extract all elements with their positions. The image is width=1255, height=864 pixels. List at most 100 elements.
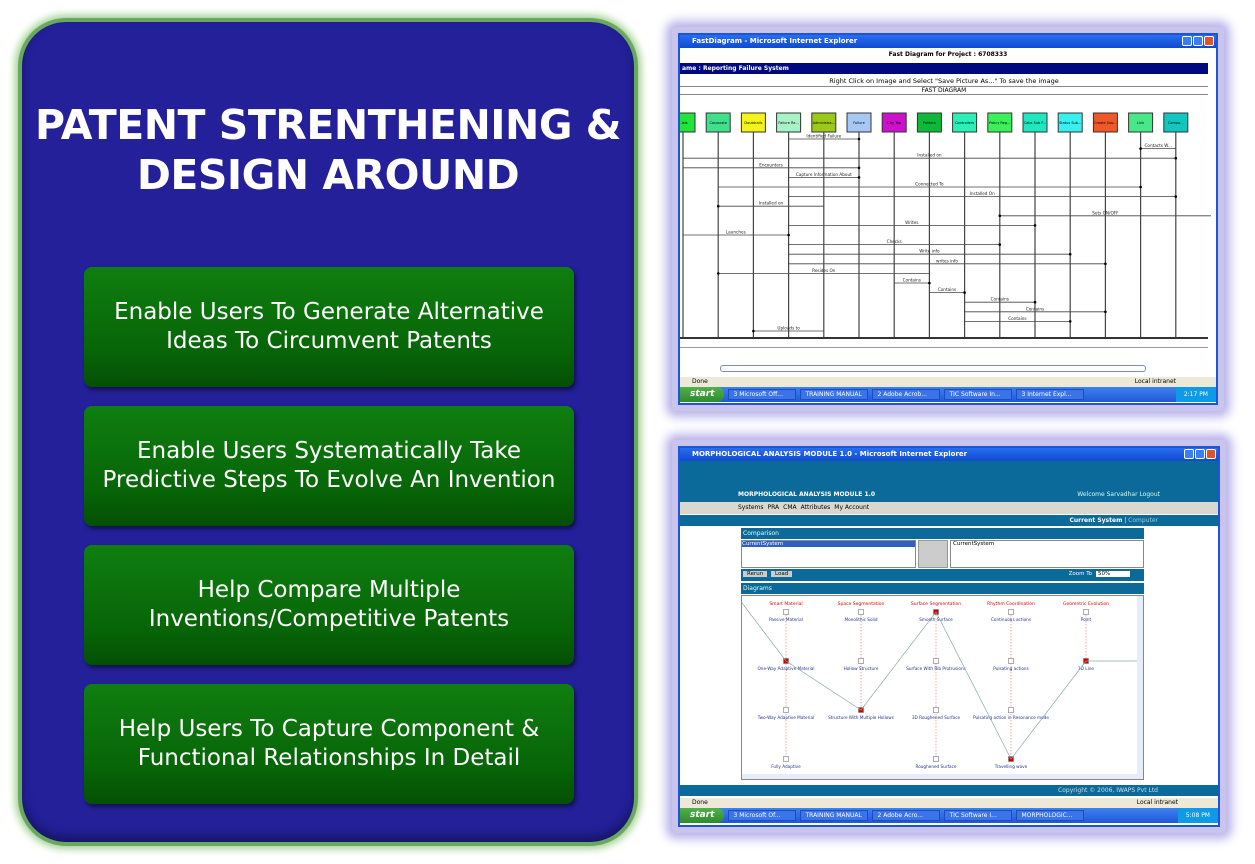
- rerun-button[interactable]: Rerun: [743, 571, 767, 577]
- option-label: Surface With Rib Protrusions: [906, 666, 966, 671]
- project-heading: Fast Diagram for Project : 6708333: [680, 51, 1216, 58]
- list-item[interactable]: CurrentSystem: [953, 541, 994, 547]
- status-text: Done: [692, 799, 708, 806]
- ie-window: FastDiagram - Microsoft Internet Explore…: [678, 33, 1218, 405]
- arrowhead: [928, 282, 931, 285]
- minimize-icon[interactable]: [1184, 449, 1194, 459]
- arrowhead: [787, 234, 790, 237]
- point-compare-inventions: Help Compare Multiple Inventions/Competi…: [84, 545, 574, 665]
- option-label: 3D Roughened Surface: [912, 715, 961, 720]
- point-capture-relationships: Help Users To Capture Component & Functi…: [84, 684, 574, 804]
- close-icon[interactable]: [1206, 449, 1216, 459]
- taskbar-item[interactable]: TIC Software I...: [944, 810, 1012, 821]
- message-label: Contains: [903, 278, 921, 283]
- status-bar: Done Local intranet: [680, 798, 1218, 808]
- component-label: Cabs Sub F...: [1024, 121, 1046, 125]
- clock: 2:17 PM: [1176, 387, 1216, 402]
- component-label: Link: [1137, 121, 1145, 125]
- window-title: MORPHOLOGICAL ANALYSIS MODULE 1.0 - Micr…: [692, 450, 967, 458]
- component-label: Controllers: [955, 121, 974, 125]
- slide-title: PATENT STRENTHENING & DESIGN AROUND: [22, 100, 634, 200]
- column-header: Rhythm Coordination: [987, 601, 1035, 607]
- taskbar-item[interactable]: 2 Adobe Acrob...: [872, 389, 940, 400]
- option-marker: [859, 659, 864, 664]
- diagram-header: Diagrams: [741, 583, 1144, 594]
- list-item[interactable]: CurrentSystem: [742, 541, 915, 547]
- message-label: Connected To: [915, 182, 944, 187]
- right-system-list[interactable]: CurrentSystem: [950, 540, 1144, 568]
- slide-panel: PATENT STRENTHENING & DESIGN AROUND Enab…: [18, 18, 638, 846]
- component-label: Failure Re...: [778, 121, 798, 125]
- nav-systems[interactable]: Systems: [738, 502, 764, 514]
- zoom-select[interactable]: 50%: [1096, 571, 1130, 577]
- option-label: Pulsating actions: [993, 666, 1029, 671]
- comparison-header: Comparison: [741, 528, 1144, 539]
- column-header: Geometric Evolution: [1063, 601, 1109, 607]
- nav-bar: Systems PRA CMA Attributes My Account: [680, 502, 1218, 514]
- vertical-scrollbar: [1137, 596, 1144, 780]
- option-label: Fully Adaptive: [771, 764, 801, 769]
- message-label: Resides On: [812, 268, 836, 273]
- app-name: MORPHOLOGICAL ANALYSIS MODULE 1.0: [738, 491, 875, 498]
- maximize-icon[interactable]: [1193, 36, 1203, 46]
- taskbar-item[interactable]: 3 Internet Expl...: [1016, 389, 1084, 400]
- message-label: Capture Information About: [796, 172, 852, 177]
- nav-pra[interactable]: PRA: [768, 502, 780, 514]
- option-label: Hollow Structure: [844, 666, 879, 671]
- message-label: Installed On: [970, 191, 995, 196]
- component-label: Administra...: [813, 121, 835, 125]
- arrowhead: [1175, 157, 1178, 160]
- message-label: Uploads to: [777, 326, 800, 331]
- message-label: Installed on: [759, 201, 784, 206]
- nav-cma[interactable]: CMA: [783, 502, 796, 514]
- option-label: Roughened Surface: [916, 764, 957, 769]
- taskbar-item[interactable]: MORPHOLOGIC...: [1016, 810, 1084, 821]
- arrowhead: [963, 291, 966, 294]
- arrowhead: [858, 167, 861, 170]
- taskbar-item[interactable]: TRAINING MANUAL: [800, 810, 868, 821]
- component-label: Compo...: [1168, 121, 1184, 125]
- welcome-logout[interactable]: Welcome Sarvadhar Logout: [1077, 491, 1160, 498]
- maximize-icon[interactable]: [1195, 449, 1205, 459]
- arrowhead: [1034, 301, 1037, 304]
- morphological-diagram[interactable]: Smart MaterialPassive MaterialOne-Way Ad…: [741, 595, 1144, 780]
- arrowhead: [1139, 147, 1142, 150]
- start-button[interactable]: start: [680, 808, 724, 823]
- taskbar-item[interactable]: 2 Adobe Acro...: [872, 810, 940, 821]
- taskbar-item[interactable]: 3 Microsoft Off...: [728, 389, 796, 400]
- message-label: Checks: [887, 239, 902, 244]
- taskbar-item[interactable]: TRAINING MANUAL: [800, 389, 868, 400]
- option-marker: [784, 757, 789, 762]
- component-label: Corporate: [709, 121, 727, 125]
- arrowhead: [858, 176, 861, 179]
- nav-attributes[interactable]: Attributes: [801, 502, 831, 514]
- window-title: FastDiagram - Microsoft Internet Explore…: [692, 37, 857, 45]
- arrowhead: [1069, 320, 1072, 323]
- option-label: Passive Material: [769, 617, 803, 622]
- component-label: Failure: [853, 121, 865, 125]
- minimize-icon[interactable]: [1182, 36, 1192, 46]
- start-button[interactable]: start: [680, 387, 724, 402]
- horizontal-scrollbar[interactable]: [720, 365, 1146, 372]
- arrowhead: [999, 243, 1002, 246]
- message-label: Identified Failure: [806, 134, 841, 139]
- component-label: Create Sub...: [1094, 121, 1117, 125]
- left-system-list[interactable]: CurrentSystem: [741, 540, 916, 568]
- zone-text: Local intranet: [1137, 798, 1178, 808]
- message-label: writes info: [936, 258, 958, 263]
- footer: Copyright © 2006, IWAPS Pvt Ltd: [680, 785, 1218, 796]
- save-hint: Right Click on Image and Select "Save Pi…: [680, 77, 1208, 87]
- taskbar: start 3 Microsoft Off... TRAINING MANUAL…: [680, 387, 1216, 402]
- taskbar-item[interactable]: 3 Microsoft Of...: [728, 810, 796, 821]
- current-system-value[interactable]: Computer: [1128, 517, 1158, 524]
- message-label: Contains: [938, 287, 956, 292]
- nav-my-account[interactable]: My Account: [834, 502, 869, 514]
- option-marker: [1009, 659, 1014, 664]
- option-marker: [1009, 610, 1014, 615]
- close-icon[interactable]: [1204, 36, 1214, 46]
- taskbar-item[interactable]: TIC Software In...: [944, 389, 1012, 400]
- load-button[interactable]: Load: [771, 571, 792, 577]
- transfer-buttons[interactable]: [918, 540, 948, 568]
- option-marker: [934, 659, 939, 664]
- fast-diagram[interactable]: ...ialsCorporateDoubtrailsFailure Re...A…: [680, 99, 1216, 349]
